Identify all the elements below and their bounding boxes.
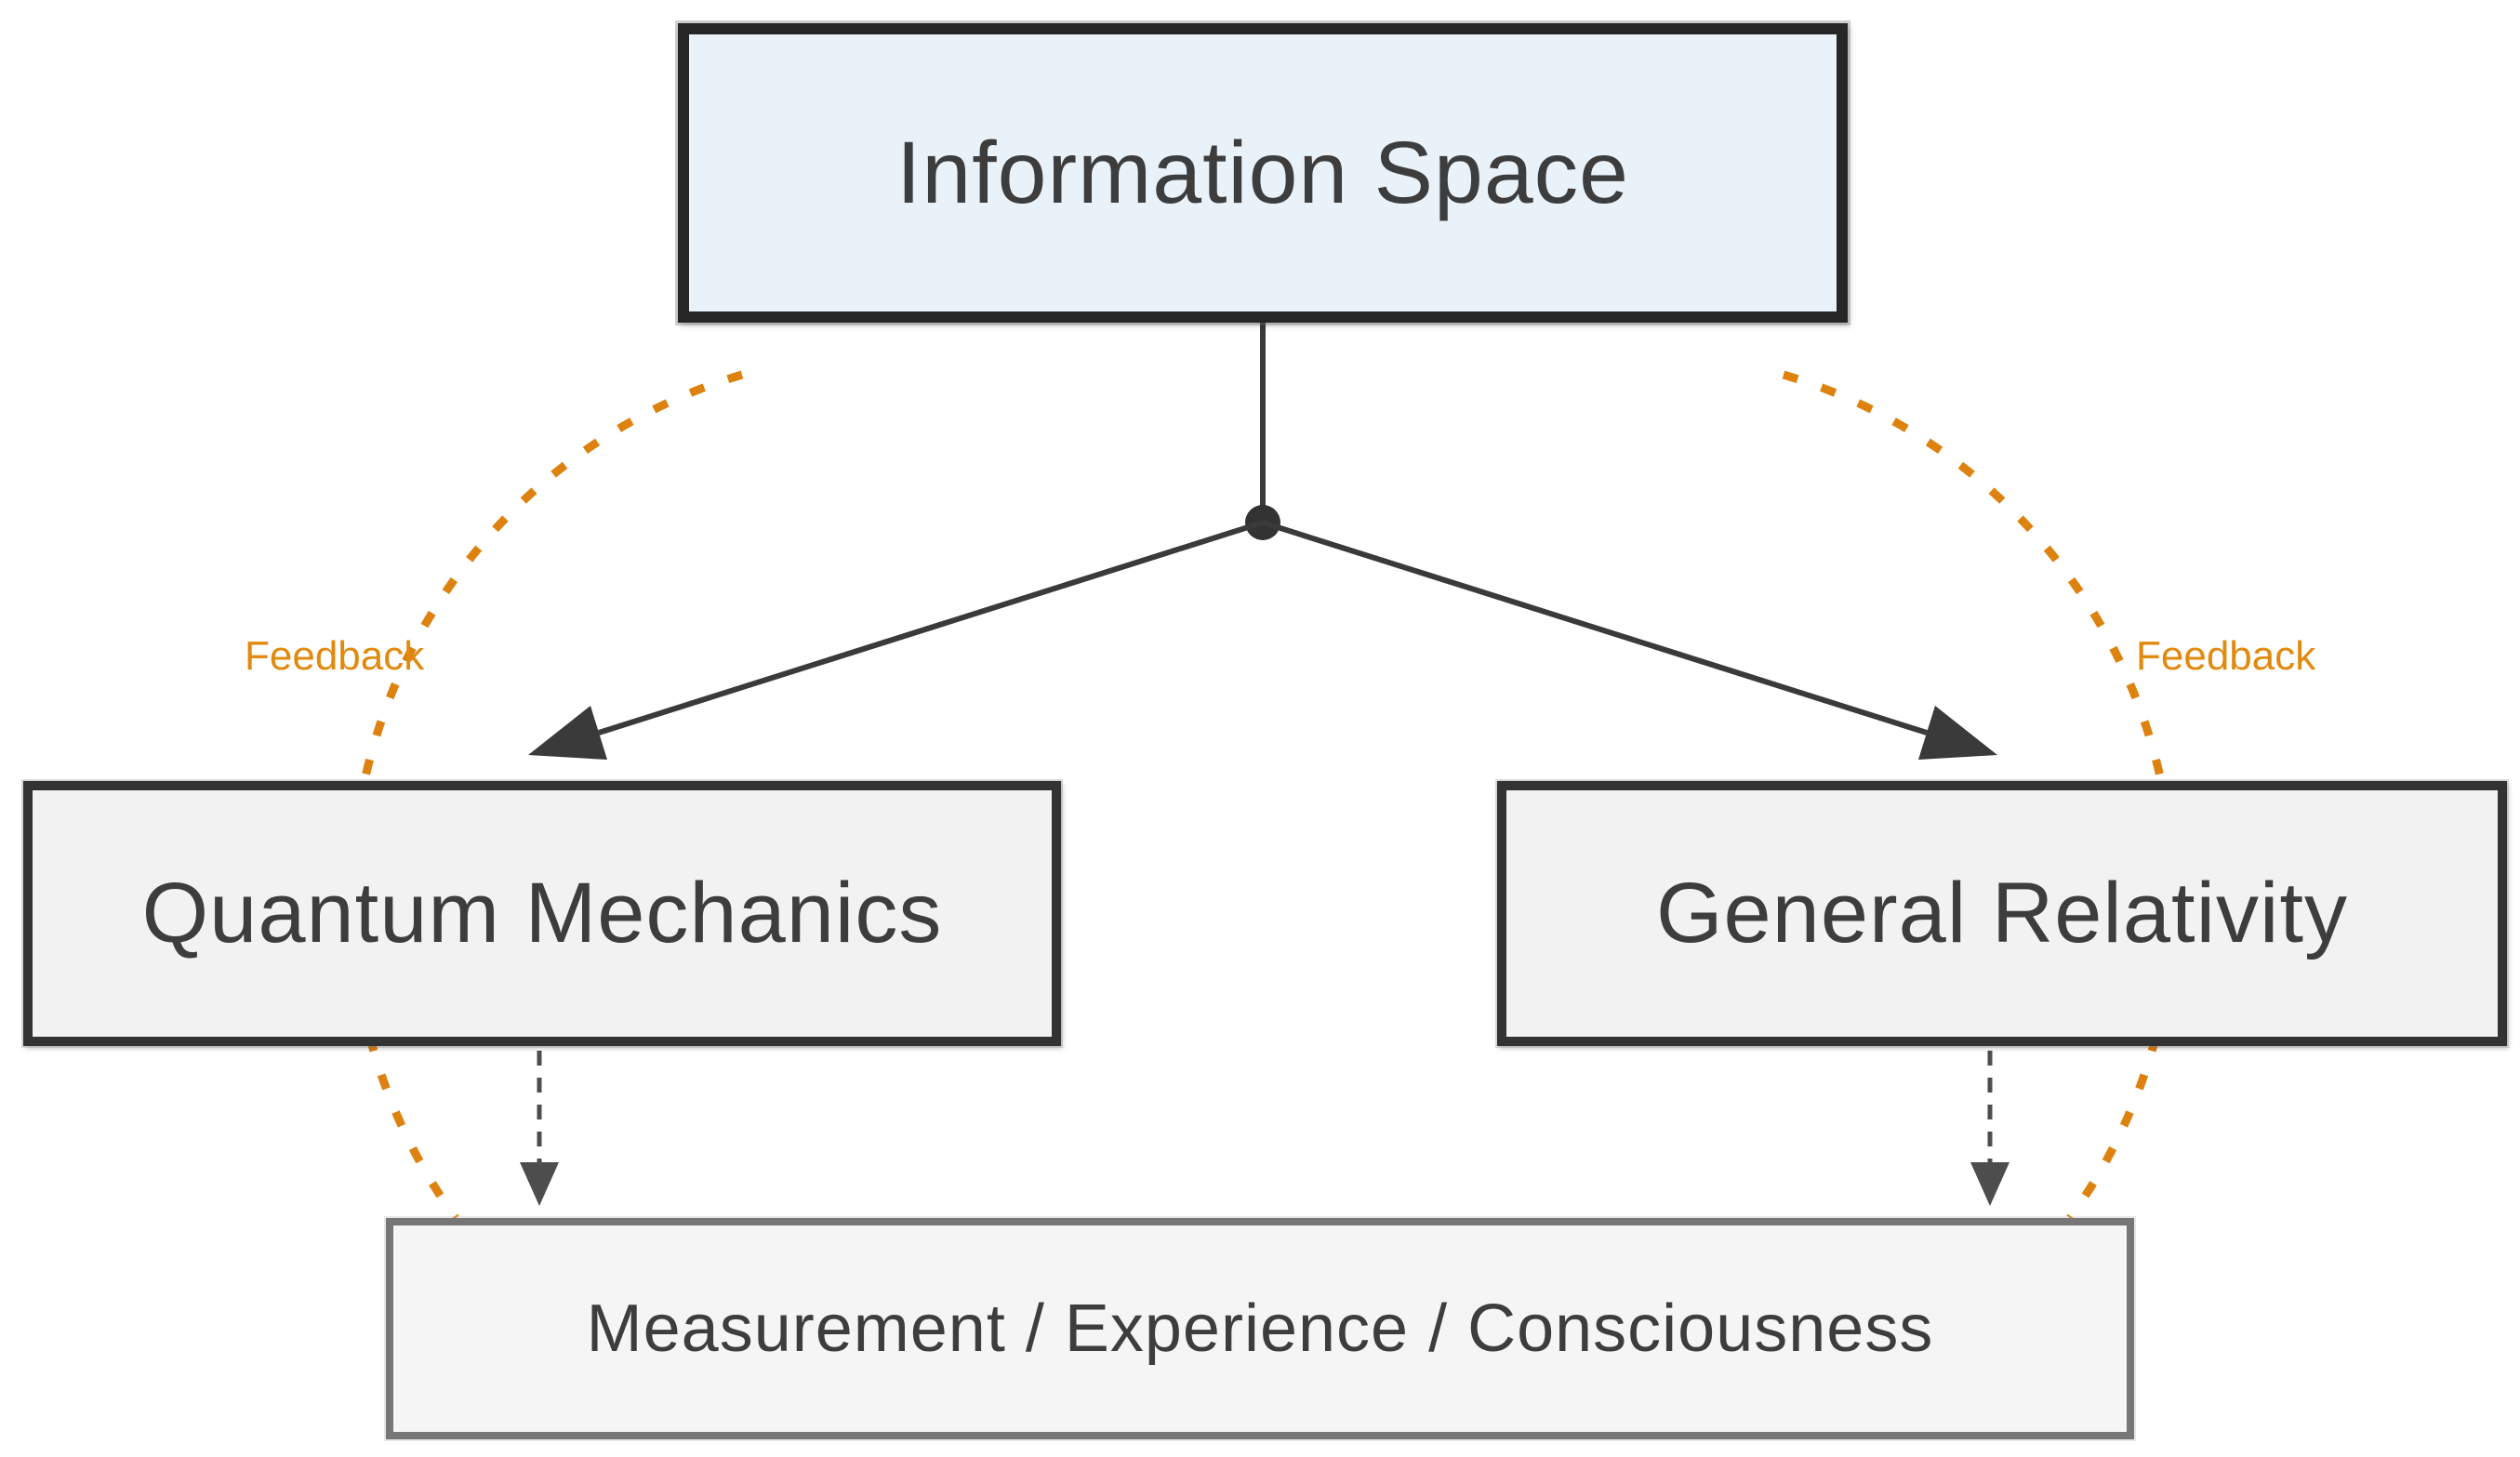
node-general-relativity: General Relativity (1497, 781, 2507, 1046)
node-measurement: Measurement / Experience / Consciousness (386, 1218, 2134, 1439)
arrowhead-qm (528, 706, 607, 760)
node-information-space: Information Space (678, 23, 1848, 323)
node-quantum-mechanics-label: Quantum Mechanics (141, 866, 943, 960)
connector-junction-to-qm (598, 520, 1264, 735)
junction-dot (1245, 505, 1280, 540)
node-quantum-mechanics: Quantum Mechanics (23, 781, 1061, 1046)
connector-junction-to-gr (1262, 520, 1928, 735)
arrowhead-gr (1918, 706, 1997, 760)
arrowhead-gr-to-measurement (1970, 1162, 2009, 1206)
arrowhead-qm-to-measurement (520, 1162, 559, 1206)
node-general-relativity-label: General Relativity (1655, 866, 2349, 960)
node-measurement-label: Measurement / Experience / Consciousness (586, 1291, 1934, 1366)
feedback-label-right: Feedback (2136, 633, 2316, 679)
feedback-label-left: Feedback (245, 633, 425, 679)
node-information-space-label: Information Space (896, 123, 1629, 222)
